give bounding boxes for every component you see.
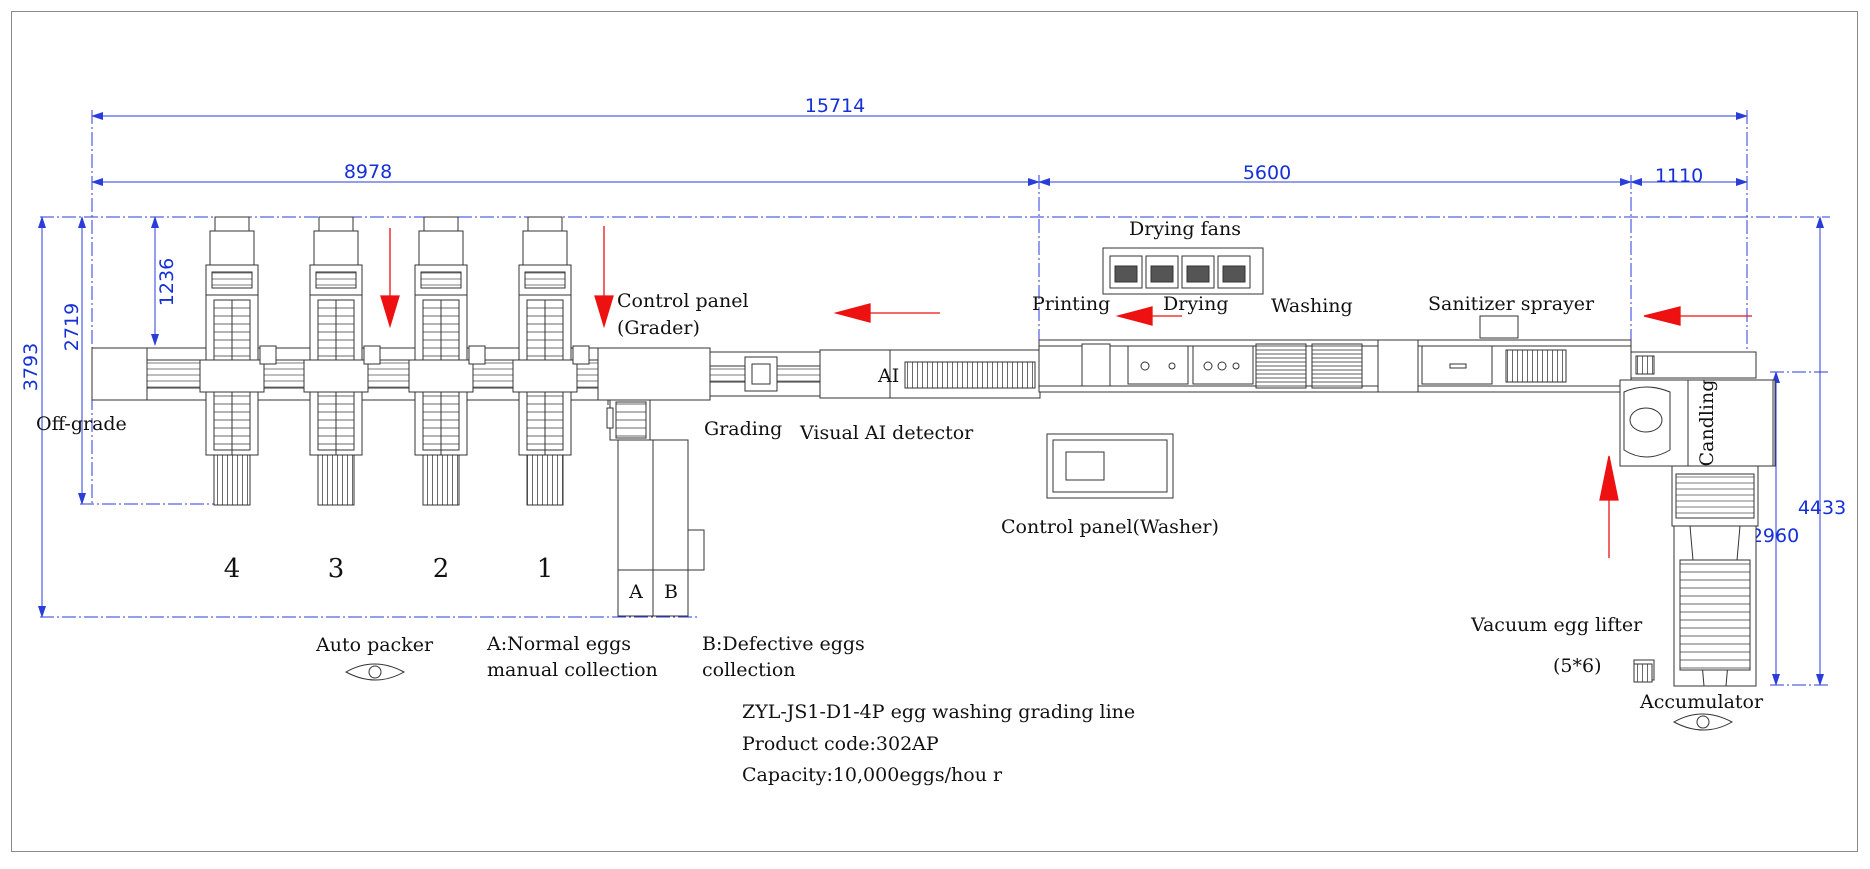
bin-b-label: B <box>664 581 678 603</box>
drying-label: Drying <box>1163 293 1229 315</box>
washing-label: Washing <box>1271 295 1353 317</box>
accumulator-label: Accumulator <box>1639 691 1764 713</box>
dimension-arrows <box>38 112 1824 686</box>
sheet-border <box>11 11 1858 852</box>
ai-mark: AI <box>877 365 899 387</box>
packer-number-4: 4 <box>224 554 241 584</box>
dim-right-height: 4433 <box>1798 497 1846 519</box>
packer-number-1: 1 <box>537 554 554 584</box>
bin-a-label: A <box>628 581 643 603</box>
control-panel-washer-box <box>1046 433 1174 499</box>
packer-number-2: 2 <box>433 554 450 584</box>
control-panel-grader-label: Control panel <box>617 290 749 312</box>
visual-ai-detector-label: Visual AI detector <box>799 422 974 444</box>
dim-grader-length: 8978 <box>344 161 392 183</box>
control-panel-grader-sublabel: (Grader) <box>617 317 700 339</box>
capacity: Capacity:10,000eggs/hou r <box>742 764 1003 786</box>
candling-unit <box>1619 379 1776 467</box>
infeed-conveyor <box>1630 351 1757 379</box>
model-title: ZYL-JS1-D1-4P egg washing grading line <box>742 701 1135 723</box>
dim-lifter-height: 2960 <box>1751 525 1799 547</box>
dim-total-height: 3793 <box>20 343 42 391</box>
dim-packer-height: 2719 <box>61 303 83 351</box>
normal-eggs-label: A:Normal eggs <box>486 633 631 655</box>
grading-label: Grading <box>704 418 782 440</box>
normal-eggs-sublabel: manual collection <box>487 659 658 681</box>
auto-packer-unit <box>199 216 277 506</box>
view-eye-icons <box>344 663 1734 731</box>
control-panel-grader-box <box>597 347 711 405</box>
drying-fans-units <box>1102 247 1264 295</box>
lifter-spec-label: (5*6) <box>1553 655 1602 677</box>
vacuum-egg-lifter-label: Vacuum egg lifter <box>1470 614 1643 636</box>
dim-total-length: 15714 <box>805 95 865 117</box>
accumulator-ramp <box>1633 465 1759 687</box>
dim-packer-depth: 1236 <box>156 258 178 306</box>
auto-packer-units <box>199 216 590 506</box>
dim-infeed-length: 1110 <box>1655 165 1703 187</box>
off-grade-label: Off-grade <box>36 413 127 435</box>
drying-fans-label: Drying fans <box>1129 218 1241 240</box>
flow-arrows <box>380 226 1752 558</box>
product-code: Product code:302AP <box>742 733 939 755</box>
packer-number-3: 3 <box>328 554 345 584</box>
defective-eggs-label: B:Defective eggs <box>702 633 865 655</box>
sanitizer-sprayer-label: Sanitizer sprayer <box>1428 293 1595 315</box>
auto-packer-unit <box>408 216 486 506</box>
printing-label: Printing <box>1032 293 1110 315</box>
control-panel-washer-label: Control panel(Washer) <box>1001 516 1219 538</box>
grading-conveyor <box>709 349 1041 399</box>
auto-packer-label: Auto packer <box>315 634 434 656</box>
defective-eggs-sublabel: collection <box>702 659 796 681</box>
dim-washer-length: 5600 <box>1243 162 1291 184</box>
auto-packer-unit <box>303 216 381 506</box>
auto-packer-unit <box>512 216 590 506</box>
washer-body <box>1038 315 1632 393</box>
sorting-chute <box>606 399 705 617</box>
candling-label: Candling <box>1696 380 1718 467</box>
